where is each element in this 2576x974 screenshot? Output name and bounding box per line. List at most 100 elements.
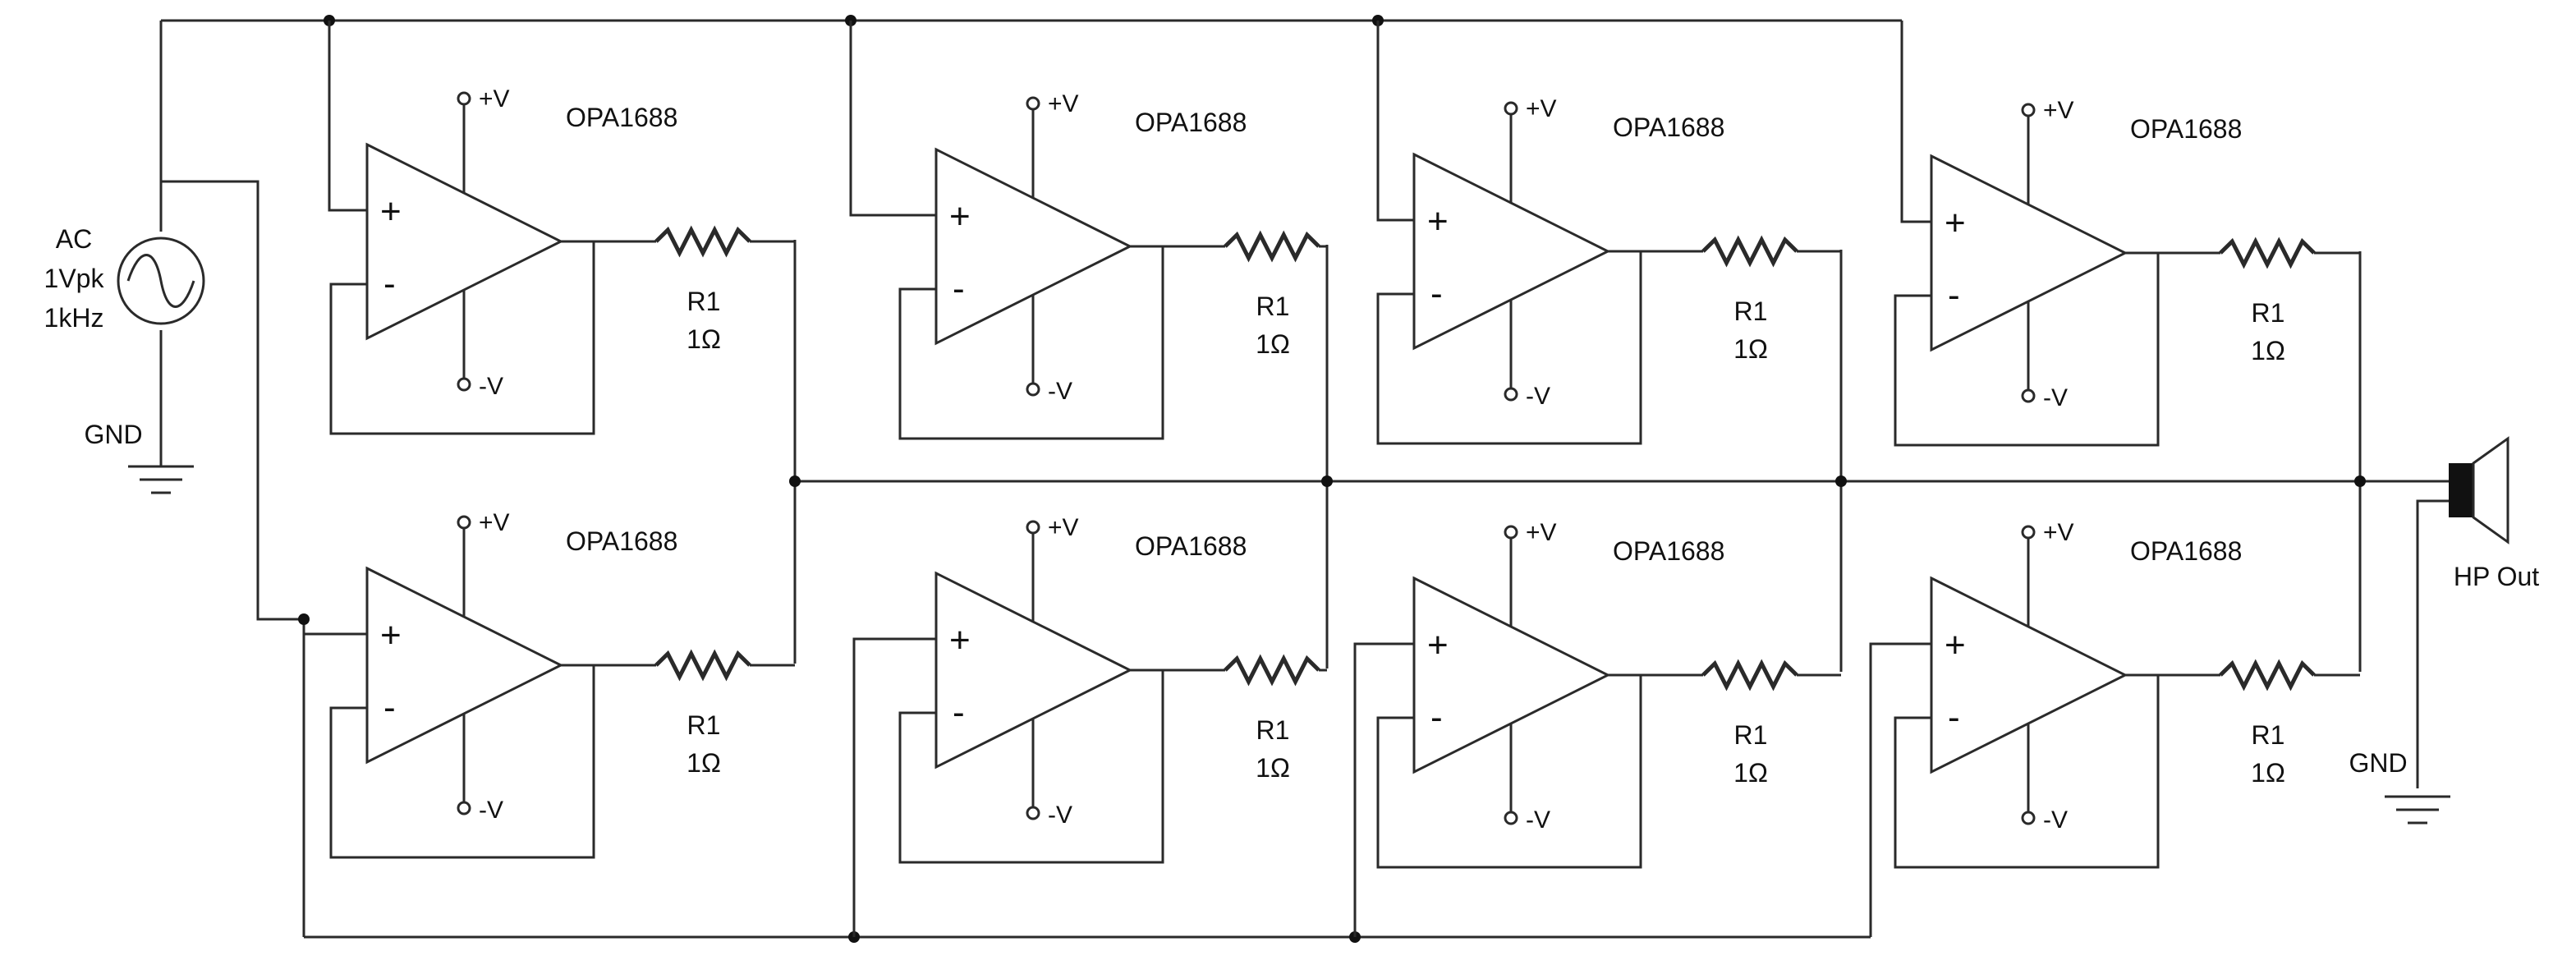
supply-terminal xyxy=(1026,520,1040,535)
resistor-name-label: R1 xyxy=(1734,296,1768,326)
neg-supply-label: -V xyxy=(479,797,503,824)
amplifier-stages: +-+V-VOPA1688R11Ω+-+V-VOPA1688R11Ω+-+V-V… xyxy=(304,21,2360,937)
input-minus-sign: - xyxy=(383,687,396,728)
resistor-symbol xyxy=(1701,659,1798,691)
junction-dot xyxy=(1835,476,1847,487)
wiring xyxy=(159,19,2449,939)
resistor-value-label: 1Ω xyxy=(1733,334,1768,364)
input-minus-sign: - xyxy=(953,692,965,733)
input-wire xyxy=(1869,642,1931,937)
resistor-symbol xyxy=(1224,230,1320,263)
ground-icon xyxy=(128,465,194,494)
part-label: OPA1688 xyxy=(566,526,677,556)
supply-terminal xyxy=(1026,96,1040,111)
junction-dot xyxy=(789,476,801,487)
supply-terminal xyxy=(1504,387,1518,402)
neg-supply-label: -V xyxy=(479,373,503,400)
pos-supply-label: +V xyxy=(479,85,510,113)
resistor-symbol xyxy=(1701,235,1798,268)
supply-terminal xyxy=(1504,811,1518,825)
ground-icon xyxy=(2385,795,2450,825)
resistor-value-label: 1Ω xyxy=(2251,336,2285,365)
resistor-symbol xyxy=(654,225,751,258)
feedback-wire xyxy=(898,246,1164,440)
input-minus-sign: - xyxy=(953,269,965,309)
source-label-frequency: 1kHz xyxy=(44,303,104,333)
input-minus-sign: - xyxy=(1430,273,1443,314)
part-label: OPA1688 xyxy=(1135,108,1247,137)
junction-dot xyxy=(298,613,310,625)
output-ground-label: GND xyxy=(2349,748,2407,778)
input-wire xyxy=(1900,21,1931,223)
resistor-name-label: R1 xyxy=(687,287,721,316)
speaker-cone xyxy=(2472,436,2509,544)
pos-supply-label: +V xyxy=(2043,519,2074,546)
supply-terminal xyxy=(457,801,471,815)
supply-terminal xyxy=(2021,388,2036,403)
resistor-value-label: 1Ω xyxy=(1256,753,1290,783)
part-label: OPA1688 xyxy=(566,103,677,132)
resistor-value-label: 1Ω xyxy=(2251,758,2285,788)
input-plus-sign: + xyxy=(949,196,971,237)
feedback-wire xyxy=(1894,253,2160,447)
resistor-name-label: R1 xyxy=(1256,715,1290,745)
neg-supply-label: -V xyxy=(1526,806,1550,834)
supply-terminal xyxy=(2021,811,2036,825)
pos-supply-label: +V xyxy=(1526,519,1557,546)
supply-terminal xyxy=(1026,382,1040,397)
resistor-value-label: 1Ω xyxy=(686,324,721,354)
supply-terminal xyxy=(457,377,471,392)
input-wire xyxy=(1376,21,1414,222)
source-label-amplitude: 1Vpk xyxy=(44,264,105,293)
input-plus-sign: + xyxy=(380,191,402,232)
speaker: HP Out GND xyxy=(2349,436,2539,825)
input-plus-sign: + xyxy=(1945,203,1966,243)
input-plus-sign: + xyxy=(1945,625,1966,665)
input-wire xyxy=(1353,642,1414,937)
source-tap-wire xyxy=(161,180,304,621)
speaker-icon xyxy=(2449,463,2473,517)
input-plus-sign: + xyxy=(949,620,971,660)
input-plus-sign: + xyxy=(380,615,402,655)
speaker-label: HP Out xyxy=(2454,562,2539,591)
input-minus-sign: - xyxy=(383,264,396,304)
neg-supply-label: -V xyxy=(1048,802,1072,829)
resistor-symbol xyxy=(2219,237,2316,269)
part-label: OPA1688 xyxy=(1613,536,1724,566)
resistor-name-label: R1 xyxy=(687,710,721,740)
supply-terminal xyxy=(457,91,471,106)
feedback-wire xyxy=(1894,675,2160,869)
supply-terminal xyxy=(1504,525,1518,540)
input-minus-sign: - xyxy=(1430,697,1443,737)
resistor-symbol xyxy=(1224,654,1320,687)
junctions xyxy=(298,15,2366,943)
input-plus-sign: + xyxy=(1427,201,1449,241)
resistor-value-label: 1Ω xyxy=(686,748,721,778)
feedback-wire xyxy=(329,665,595,859)
resistor-name-label: R1 xyxy=(2252,720,2285,750)
input-plus-sign: + xyxy=(1427,625,1449,665)
feedback-wire xyxy=(898,670,1164,864)
resistor-name-label: R1 xyxy=(1256,292,1290,321)
pos-supply-label: +V xyxy=(1048,514,1079,541)
input-wire xyxy=(849,21,936,217)
input-minus-sign: - xyxy=(1948,697,1960,737)
source-label-type: AC xyxy=(56,224,92,254)
supply-terminal xyxy=(1026,806,1040,820)
feedback-wire xyxy=(1376,675,1642,869)
input-wire xyxy=(852,637,936,937)
ac-source: AC 1Vpk 1kHz GND xyxy=(44,224,205,494)
resistor-symbol xyxy=(2219,659,2316,691)
supply-terminal xyxy=(1504,101,1518,116)
pos-supply-label: +V xyxy=(1048,90,1079,117)
source-ground-label: GND xyxy=(84,420,142,449)
input-wire xyxy=(328,21,367,212)
resistor-name-label: R1 xyxy=(2252,298,2285,328)
resistor-symbol xyxy=(654,649,751,682)
